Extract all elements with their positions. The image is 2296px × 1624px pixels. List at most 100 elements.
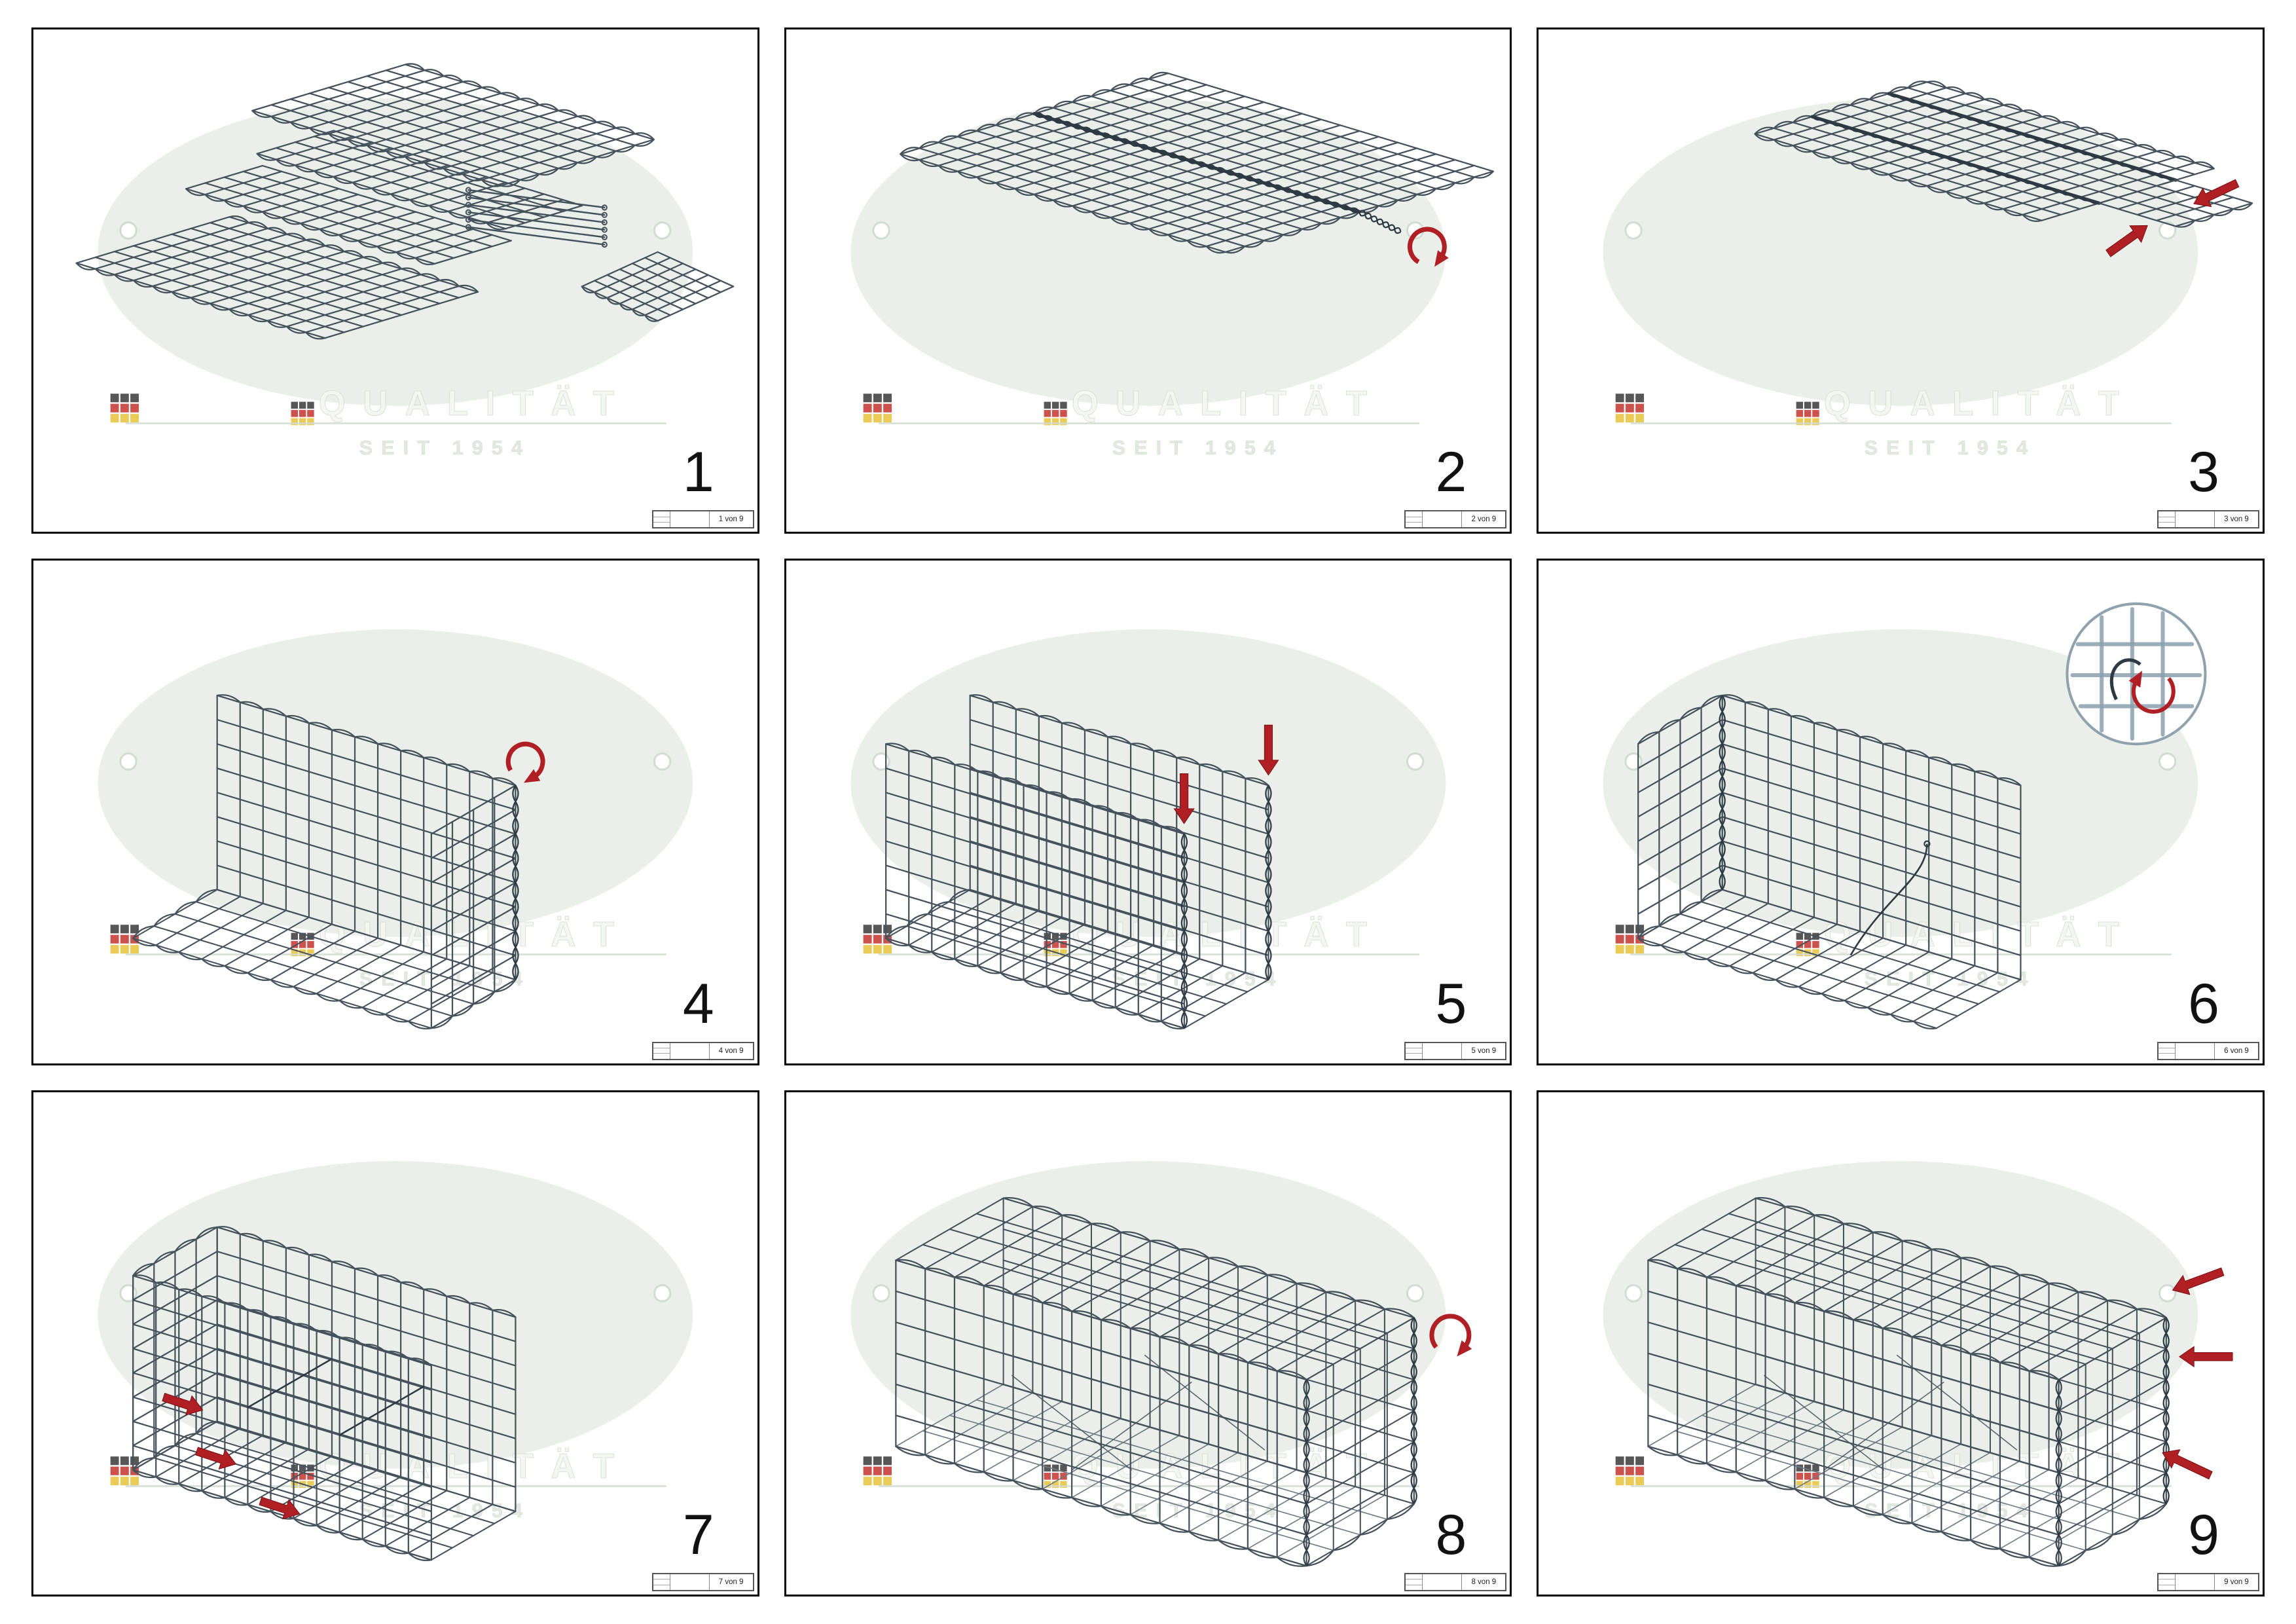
drawing-title-block: 8 von 9 [1404,1572,1507,1591]
title-block-field [670,1574,710,1590]
crimped-edge [1358,212,1401,234]
crimped-edge [132,938,432,1030]
crimped-edge [251,110,501,187]
watermark-line2: SEIT 1954 [359,437,531,459]
watermark-line1: QUALITÄT [1824,1447,2137,1485]
mesh-panel [216,695,517,981]
rotate-arrow-icon [1407,227,1449,267]
red-arrow-icon [2193,179,2240,208]
crimped-edge [431,979,517,1029]
crimped-edge [970,694,1269,786]
crimped-edge [1637,695,1723,745]
step-number: 8 [1435,1503,1467,1566]
drawing-title-block: 1 von 9 [651,510,754,529]
step-number: 2 [1435,441,1467,504]
watermark-line1: QUALITÄT [1824,384,2137,423]
crimped-edge [185,188,435,266]
red-arrow-icon [2179,1345,2233,1367]
crimped-edge [132,1226,217,1276]
drawing-title-block: 6 von 9 [2157,1041,2259,1060]
crimped-edge [895,1259,1307,1380]
mesh-panel [894,1259,1307,1566]
crimped-edge [132,1274,432,1367]
crimped-edge [1754,133,2043,222]
page-indicator: 1 von 9 [718,515,744,524]
red-arrow-icon [2105,225,2149,257]
title-block-rows [1406,1043,1423,1059]
red-arrow-icon [195,1447,237,1469]
crimped-edge [885,743,1185,835]
crimped-edge [1754,81,1928,135]
mesh-panel [251,64,655,187]
crimped-edge [217,1225,517,1318]
title-block-rows [653,1574,670,1590]
mesh-panel [132,1274,433,1560]
title-block-field [2176,1043,2215,1059]
title-block-rows [2158,511,2176,528]
step-number: 5 [1435,972,1467,1035]
red-arrow-icon [162,1392,204,1416]
title-block-field [670,1043,710,1059]
watermark-line2: SEIT 1954 [1112,968,1283,990]
crimped-edge [1306,1503,1415,1566]
step-number: 3 [2188,441,2219,504]
mesh-panel [185,164,512,265]
crimped-edge [132,1469,432,1561]
mesh-panel [1647,1259,2060,1566]
page-indicator: 9 von 9 [2224,1578,2249,1586]
brand-flag-icon [1044,401,1067,426]
mesh-panel [1647,1197,2168,1380]
title-block-field [2176,511,2215,528]
page-indicator: 8 von 9 [1471,1578,1497,1586]
crimped-edge [1303,1378,1307,1566]
crimped-edge [1264,785,1269,980]
crimped-edge [405,63,655,140]
crimped-edge [895,1445,1307,1567]
crimped-edge [2176,202,2253,228]
brand-flag-icon [1044,1464,1067,1488]
brand-flag-icon [863,394,892,423]
title-block-rows [1406,1574,1423,1590]
page-indicator: 3 von 9 [2224,515,2249,524]
page-indicator: 6 von 9 [2224,1046,2249,1055]
crimped-edge [1812,116,2100,204]
crimped-edge [1410,1317,1415,1504]
red-arrow-icon [2162,1449,2214,1479]
crimped-edge [132,889,217,939]
crimped-edge [256,153,506,231]
drawing-title-block: 7 von 9 [651,1572,754,1591]
watermark-line1: QUALITÄT [1071,1447,1384,1485]
mesh-panel [132,889,517,1029]
title-block-field [670,511,710,528]
crimped-edge [2055,1378,2060,1566]
watermark-line1: QUALITÄT [1071,384,1384,423]
title-block-rows [653,1043,670,1059]
crimped-edge [500,139,655,187]
mesh-panel [256,130,583,230]
brand-flag-icon [1796,401,1820,426]
brand-flag-icon [1615,925,1645,954]
rotate-arrow-icon [2128,671,2176,714]
title-block-rows [1406,511,1423,528]
crimped-edge [217,694,517,786]
crimped-edge [884,889,970,939]
drawing-title-block: 5 von 9 [1404,1041,1507,1060]
title-block-field [2176,1574,2215,1590]
brand-flag-icon [291,401,314,426]
title-block-rows [653,511,670,528]
